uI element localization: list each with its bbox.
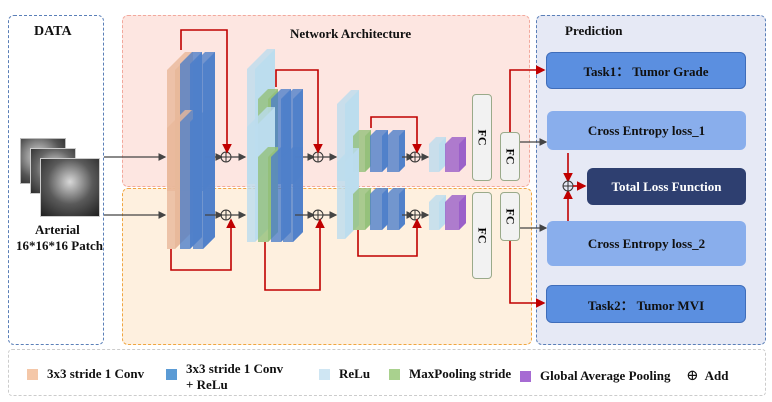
fc-bottom-2: FC — [500, 192, 520, 241]
skip-connection — [275, 69, 323, 154]
task2-box: Task2： Tumor MVI — [546, 285, 746, 323]
conv-relu-layer-side — [382, 130, 388, 172]
legend-label-group: 3x3 stride 1 Conv + ReLu — [186, 361, 283, 393]
task2-arrow — [509, 241, 546, 308]
input-label-modality: Arterial — [35, 222, 80, 237]
task1-box: Task1： Tumor Grade — [546, 52, 746, 89]
legend-gap: Global Average Pooling — [520, 368, 670, 384]
gap-layer-side — [459, 137, 466, 172]
skip-connection — [357, 218, 422, 257]
prediction-title: Prediction — [565, 23, 623, 38]
network-title: Network Architecture — [290, 26, 412, 41]
skip-connection — [180, 29, 232, 154]
legend-label: Global Average Pooling — [540, 368, 671, 383]
task1-arrow — [509, 65, 546, 132]
conv-relu-layer-side — [293, 147, 303, 242]
legend-label: ReLu — [339, 366, 371, 381]
legend-label: 3x3 stride 1 Conv — [186, 361, 284, 376]
gap-layer-side — [459, 195, 466, 230]
add-icon: ⊕ — [686, 368, 699, 384]
legend-conv-relu: 3x3 stride 1 Conv + ReLu — [166, 361, 283, 393]
fc-label: FC — [475, 129, 490, 146]
data-title: DATA — [34, 24, 72, 39]
relu-layer-side — [439, 195, 446, 230]
legend-conv: 3x3 stride 1 Conv — [27, 366, 144, 382]
legend-swatch-gap — [520, 370, 531, 382]
legend-swatch-maxpool — [389, 368, 400, 380]
input-image-stack — [20, 138, 100, 218]
legend-swatch-conv — [27, 368, 38, 380]
legend-label: 3x3 stride 1 Conv — [47, 366, 145, 381]
legend-label: Add — [704, 367, 729, 383]
legend-swatch-conv-relu — [166, 369, 177, 380]
fc-top-1: FC — [472, 94, 492, 181]
legend-relu: ReLu — [319, 366, 370, 382]
ct-slice-3 — [40, 158, 100, 217]
legend-label: MaxPooling stride — [409, 366, 512, 381]
fc-label: FC — [503, 148, 518, 165]
skip-connection — [264, 218, 325, 291]
fc-label: FC — [475, 227, 490, 244]
legend-add: ⊕ Add — [686, 366, 728, 385]
conv-relu-layer-side — [203, 110, 215, 249]
conv-relu-layer-side — [382, 188, 388, 230]
legend-maxpool: MaxPooling stride — [389, 366, 511, 382]
legend-swatch-relu — [319, 368, 330, 380]
data-panel — [8, 15, 104, 345]
relu-layer-side — [439, 137, 446, 172]
skip-connection — [370, 116, 422, 154]
maxpool-layer-side — [365, 130, 371, 172]
loss1-box: Cross Entropy loss_1 — [547, 111, 746, 150]
total-loss-box: Total Loss Function — [587, 168, 746, 205]
fc-label: FC — [503, 208, 518, 225]
fc-top-2: FC — [500, 132, 520, 181]
conv-relu-layer-side — [399, 188, 405, 230]
legend-label-line2: + ReLu — [186, 377, 228, 392]
maxpool-layer-side — [365, 188, 371, 230]
fc-bottom-1: FC — [472, 192, 492, 279]
legend — [8, 349, 766, 396]
skip-connection — [170, 218, 236, 271]
loss2-box: Cross Entropy loss_2 — [547, 221, 746, 266]
conv-relu-layer-side — [399, 130, 405, 172]
input-label-size: 16*16*16 Patch — [16, 238, 104, 253]
